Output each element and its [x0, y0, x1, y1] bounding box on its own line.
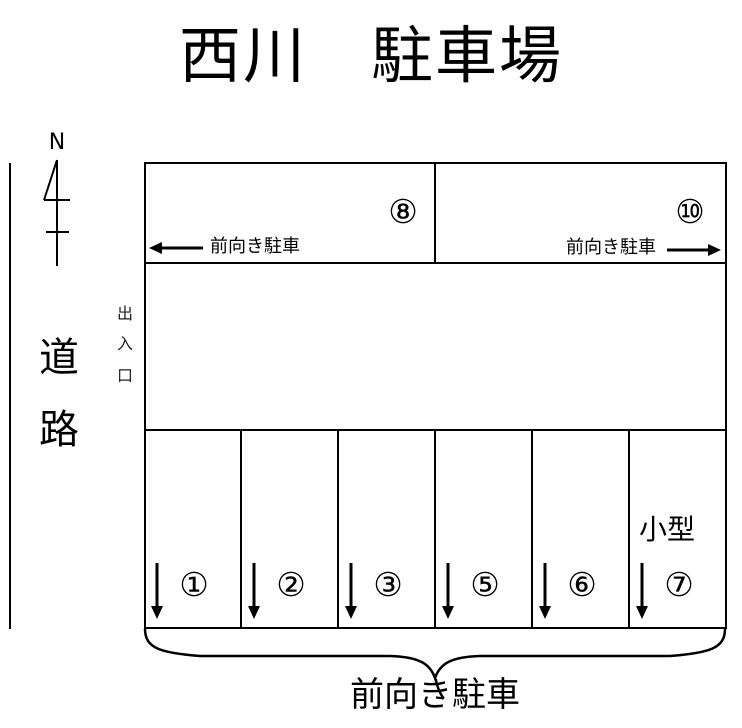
space-divider: [531, 429, 533, 627]
space-number: ⑧: [388, 192, 418, 231]
arrow-down-icon: [345, 563, 357, 619]
road-label-char-2: 路: [39, 407, 79, 453]
parking-space-3[interactable]: ③: [340, 431, 434, 626]
space-divider: [240, 429, 242, 627]
space-number: ②: [276, 565, 306, 604]
arrow-down-icon: [442, 563, 454, 619]
direction-label: 前向き駐車: [566, 237, 656, 258]
parking-space-8[interactable]: ⑧ 前向き駐車: [146, 164, 434, 262]
parking-space-6[interactable]: ⑥: [534, 431, 628, 626]
parking-space-2[interactable]: ②: [243, 431, 337, 626]
arrow-right-icon: [667, 244, 721, 256]
top-row-bottom-line: [144, 262, 727, 264]
road-edge-line: [9, 163, 11, 629]
space-divider: [337, 429, 339, 627]
bottom-row-direction-label: 前向き駐車: [350, 675, 520, 715]
direction-label: 前向き駐車: [210, 236, 300, 257]
space-number: ③: [373, 565, 403, 604]
arrow-down-icon: [636, 563, 648, 619]
compact-car-label: 小型: [639, 513, 696, 546]
parking-space-7[interactable]: 小型 ⑦: [631, 431, 724, 626]
road-label-char-1: 道: [39, 335, 79, 381]
space-number: ⑩: [675, 192, 705, 231]
entrance-label-char-3: 口: [116, 366, 133, 385]
arrow-down-icon: [248, 563, 260, 619]
space-number: ⑥: [567, 565, 597, 604]
arrow-down-icon: [151, 563, 163, 619]
parking-space-10[interactable]: ⑩ 前向き駐車: [436, 164, 724, 262]
parking-space-1[interactable]: ①: [146, 431, 240, 626]
entrance-label-char-2: 入: [116, 334, 133, 353]
space-number: ⑦: [664, 565, 694, 604]
top-row-divider: [434, 162, 436, 263]
arrow-down-icon: [539, 563, 551, 619]
parking-space-5[interactable]: ⑤: [437, 431, 531, 626]
driving-aisle: [146, 264, 724, 429]
entrance-label-char-1: 出: [116, 304, 133, 323]
compass-north-label: N: [48, 130, 66, 155]
north-arrow-icon: [43, 159, 70, 266]
arrow-left-icon: [149, 242, 203, 254]
space-number: ⑤: [470, 565, 500, 604]
space-divider: [434, 429, 436, 627]
page-title: 西川 駐車場: [178, 19, 563, 92]
space-number: ①: [179, 565, 209, 604]
curly-brace-icon: [143, 628, 727, 682]
space-divider: [628, 429, 630, 627]
